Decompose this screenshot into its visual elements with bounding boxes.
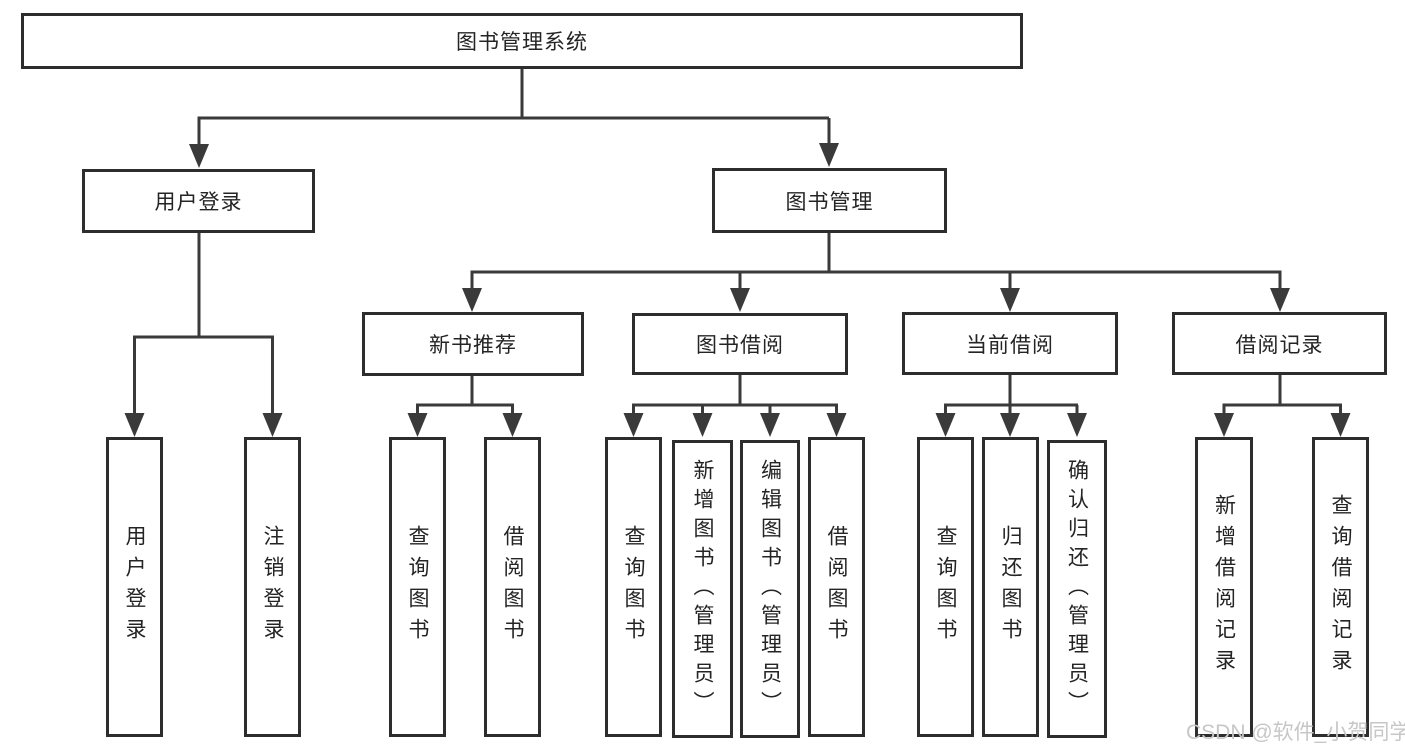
connector-root-to-level2 [197,69,831,148]
leaf-current-return-book-label: 归还图书 [999,525,1022,649]
connector-borrow-record-to-children [1222,375,1342,417]
connector-book-borrow-to-children [632,375,838,417]
leaf-borrow-add-book: 新增图书（管理员） [672,440,733,738]
leaf-user-login: 用户登录 [106,437,163,737]
node-user-login-label: 用户登录 [154,191,243,214]
node-borrow-record-label: 借阅记录 [1235,333,1324,357]
node-new-book-recommend-label: 新书推荐 [429,334,517,357]
connector-user-login-to-children [133,233,274,417]
leaf-current-query-book: 查询图书 [917,437,974,737]
leaf-record-query-label: 查询借阅记录 [1329,494,1352,680]
leaf-logout: 注销登录 [244,437,301,737]
leaf-recommend-borrow-book-label: 借阅图书 [501,525,524,649]
leaf-borrow-query-book-label: 查询图书 [622,525,645,649]
node-current-borrow-label: 当前借阅 [966,333,1054,357]
csdn-watermark: CSDN @软件_小贺同学 [1186,721,1405,744]
leaf-borrow-borrow-book-label: 借阅图书 [825,525,848,649]
leaf-recommend-query-book-label: 查询图书 [406,525,429,649]
leaf-recommend-borrow-book: 借阅图书 [484,437,541,737]
leaf-record-query: 查询借阅记录 [1312,437,1369,737]
node-new-book-recommend: 新书推荐 [362,312,584,376]
connector-new-book-rec-to-children [416,376,514,417]
node-book-management: 图书管理 [712,168,947,233]
node-current-borrow: 当前借阅 [902,312,1118,375]
leaf-recommend-query-book: 查询图书 [389,437,446,737]
leaf-logout-label: 注销登录 [261,525,284,649]
arrowheads [124,143,1351,437]
node-system-root: 图书管理系统 [21,13,1023,69]
connector-current-borrow-to-children [944,375,1079,417]
leaf-user-login-label: 用户登录 [123,525,146,649]
node-user-login: 用户登录 [82,169,315,233]
node-system-root-label: 图书管理系统 [456,31,588,54]
connector-book-mgmt-to-level3 [470,233,1282,292]
leaf-current-confirm-return-label: 确认归还（管理员） [1065,458,1089,720]
leaf-borrow-query-book: 查询图书 [605,437,662,737]
leaf-borrow-add-book-label: 新增图书（管理员） [691,458,714,720]
leaf-record-add-label: 新增借阅记录 [1212,494,1236,680]
leaf-current-query-book-label: 查询图书 [934,525,957,649]
node-book-management-label: 图书管理 [785,190,874,214]
node-book-borrow: 图书借阅 [632,313,848,375]
leaf-current-return-book: 归还图书 [982,437,1039,737]
leaf-current-confirm-return: 确认归还（管理员） [1047,440,1107,738]
node-borrow-record: 借阅记录 [1172,312,1387,375]
leaf-borrow-borrow-book: 借阅图书 [808,437,865,737]
node-book-borrow-label: 图书借阅 [696,334,784,357]
leaf-record-add: 新增借阅记录 [1195,437,1253,737]
leaf-borrow-edit-book-label: 编辑图书（管理员） [758,458,782,720]
leaf-borrow-edit-book: 编辑图书（管理员） [740,440,800,738]
